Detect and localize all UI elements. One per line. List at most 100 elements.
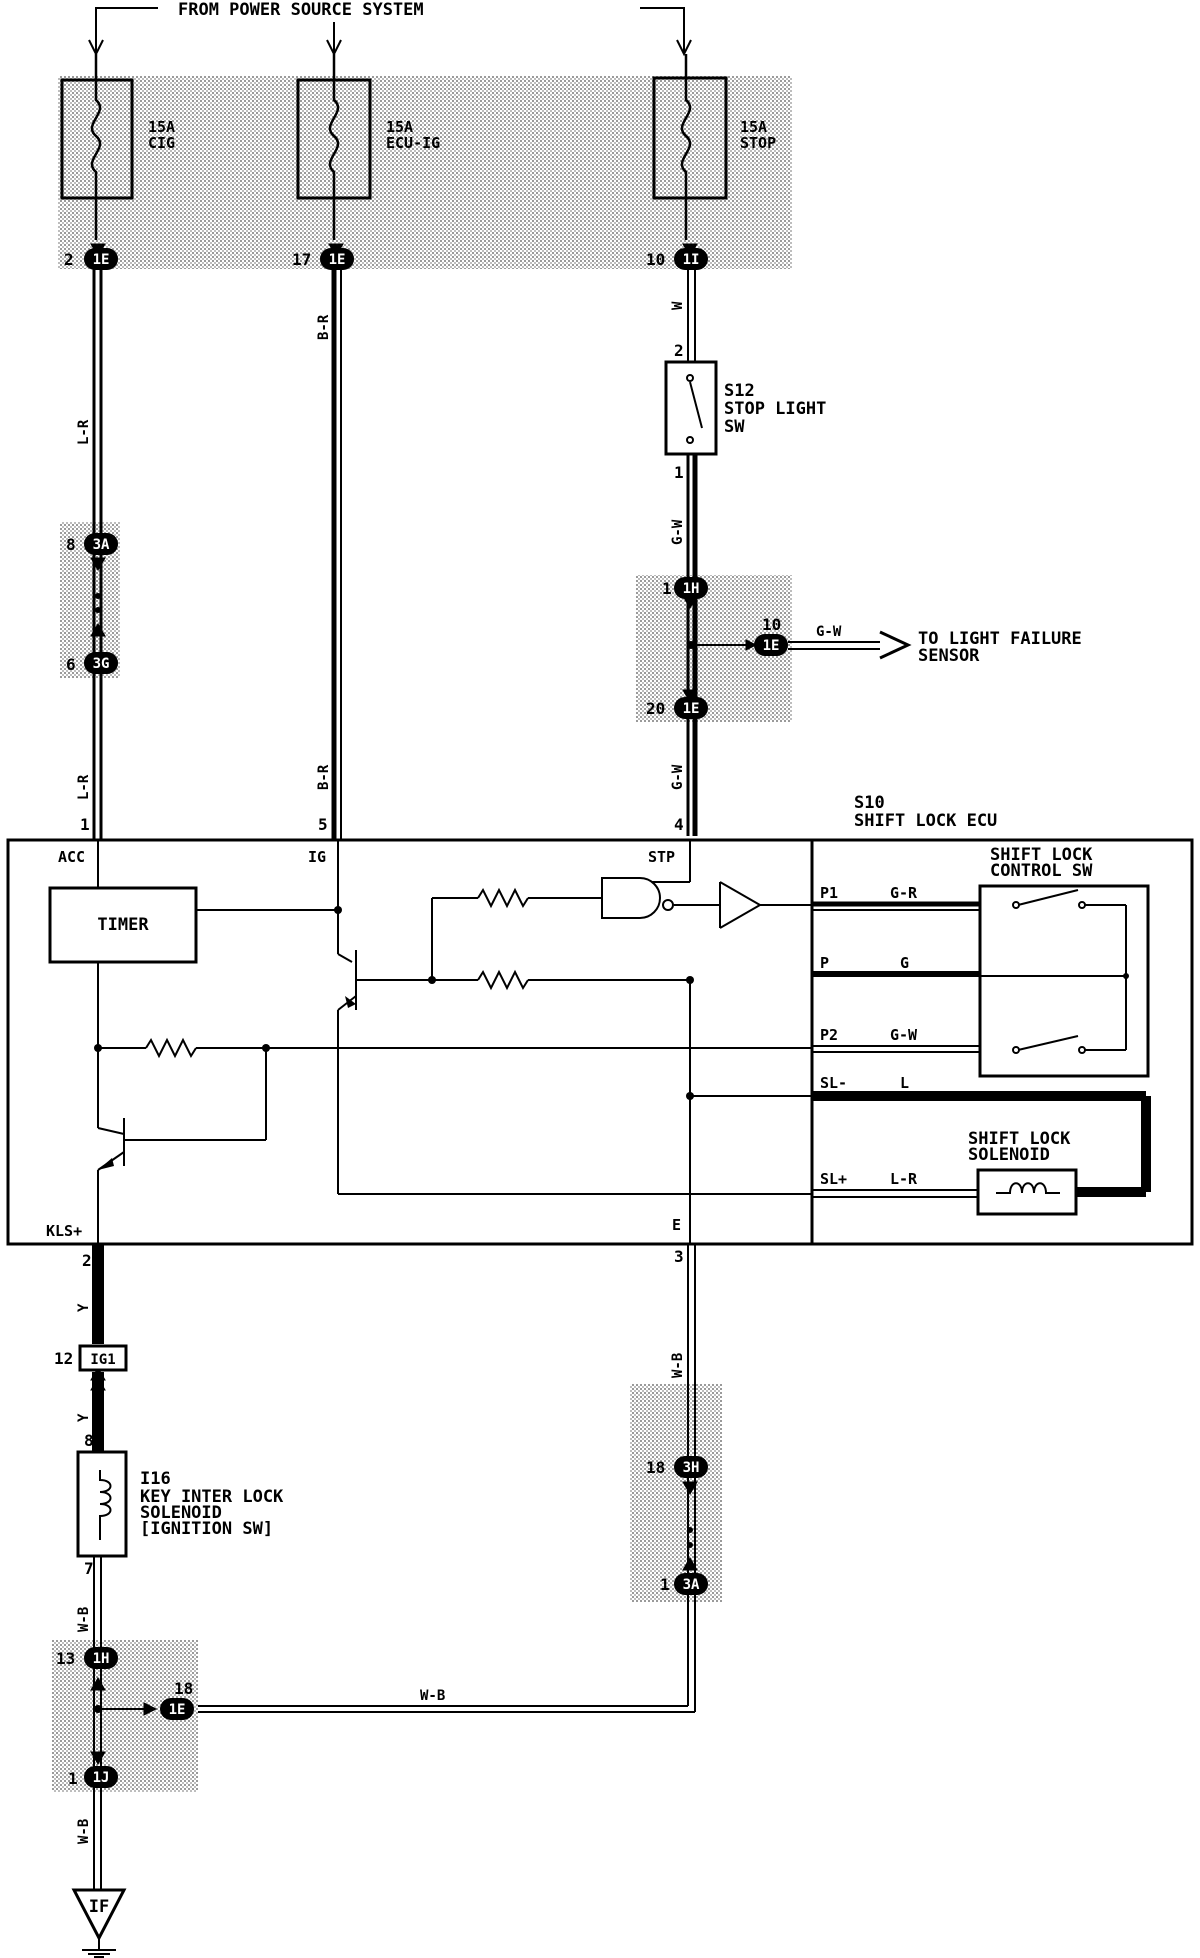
ecu-id: S10 [854,793,885,813]
svg-text:1H: 1H [93,1651,110,1667]
svg-text:1: 1 [68,1769,78,1788]
svg-text:3A: 3A [683,1577,700,1593]
connector-1-3a: 1 3A [660,1573,708,1595]
ecu-junction-dots [94,906,694,1100]
svg-text:8: 8 [66,535,76,554]
connector-13-1h: 13 1H [56,1647,118,1669]
svg-text:SOLENOID: SOLENOID [140,1503,222,1523]
fuse-cig: 15A CIG [60,54,175,240]
svg-text:P2: P2 [820,1026,838,1044]
fuse-element-icon [90,54,102,240]
control-switch-box [978,884,1150,1078]
svg-text:SL+: SL+ [820,1170,847,1188]
svg-text:SW: SW [724,417,745,437]
svg-text:1J: 1J [93,1770,110,1786]
connector-1-1j: 1 1J [68,1766,118,1788]
svg-text:1: 1 [660,1575,670,1594]
switch-box [664,360,718,456]
connector-12-ig1: 12 IG1 [54,1344,128,1372]
svg-text:1I: 1I [683,252,700,268]
fuse-rating: 15A [148,118,175,136]
connector-2-1e: 2 1E [64,248,118,270]
wire-label: Y [76,1303,92,1312]
svg-text:TO LIGHT FAILURE: TO LIGHT FAILURE [918,629,1082,649]
svg-text:P1: P1 [820,884,838,902]
fuse-element-icon [680,54,692,240]
switch-id: S12 [724,381,755,401]
svg-text:3: 3 [674,1247,684,1266]
wire-label: W-B [420,1688,445,1704]
svg-text:L-R: L-R [890,1170,918,1188]
fuse-element-icon [328,54,340,240]
svg-text:3G: 3G [93,656,110,672]
svg-text:G-R: G-R [890,884,918,902]
svg-text:12: 12 [54,1349,73,1368]
connector-shade-3h [630,1384,722,1602]
svg-text:1E: 1E [683,701,700,717]
svg-text:17: 17 [292,250,311,269]
wire-arrows [90,243,758,1765]
fuse-name: ECU-IG [386,134,440,152]
svg-text:G: G [900,954,909,972]
svg-text:20: 20 [646,699,665,718]
terminal-stp: STP [648,848,675,866]
solenoid-coil-icon [99,1470,112,1540]
fuse-box [652,76,728,200]
svg-text:4: 4 [674,815,684,834]
svg-text:SHIFT LOCK: SHIFT LOCK [968,1129,1071,1149]
svg-text:SOLENOID: SOLENOID [968,1145,1050,1165]
svg-text:1H: 1H [683,581,700,597]
wire-label: L-R [76,774,92,800]
solenoid-box [976,1168,1078,1216]
connector-20-1e: 20 1E [646,697,708,719]
key-interlock-solenoid: 8 7 I16 KEY INTER LOCK SOLENOID [IGNITIO… [76,1431,284,1578]
ground-symbol: IF [71,1888,127,1958]
svg-text:1E: 1E [329,252,346,268]
svg-text:3A: 3A [93,537,110,553]
fuse-name: CIG [148,134,175,152]
svg-text:CONTROL SW: CONTROL SW [990,861,1093,881]
wire-label: W-B [76,1607,92,1632]
wire-label: G-W [670,764,686,790]
connector-1-1h: 1 1H [662,577,708,599]
terminal-kls: KLS+ [46,1222,82,1240]
switch-contact-icon [689,381,703,429]
svg-text:1E: 1E [93,252,110,268]
wire-label: W-B [76,1819,92,1844]
fuse-rating: 15A [386,118,413,136]
ecu-internal-circuit [97,840,812,1244]
svg-text:13: 13 [56,1649,75,1668]
transistor-arrow-icon [98,1158,114,1170]
light-failure-label: TO LIGHT FAILURE SENSOR [918,629,1082,666]
svg-text:6: 6 [66,655,76,674]
fuse-stop: 15A STOP [652,54,776,240]
wire-label: W-B [670,1353,686,1378]
svg-text:SENSOR: SENSOR [918,646,980,666]
svg-text:18: 18 [646,1458,665,1477]
connector-6-3g: 6 3G [66,652,118,674]
svg-text:2: 2 [674,341,684,360]
wire-label: B-R [316,314,332,340]
svg-text:P: P [820,954,829,972]
terminal-ig: IG [308,848,326,866]
shift-lock-control-switch: SHIFT LOCK CONTROL SW P1 G [812,845,1151,1198]
solenoid-coil-icon [996,1182,1060,1194]
stop-light-switch: 2 1 S12 STOP LIGHT SW [664,341,826,482]
wire-label: G-W [816,624,842,640]
svg-text:1E: 1E [169,1702,186,1718]
svg-text:10: 10 [646,250,665,269]
wire-label: B-R [316,764,332,790]
fuse-name: STOP [740,134,776,152]
terminal-e: E [672,1216,681,1234]
svg-text:IG1: IG1 [90,1352,115,1368]
ground-triangle-icon [71,1888,127,1942]
wire-labels: L-R L-R B-R B-R W G-W G-W G-W Y Y W-B W-… [76,301,842,1844]
junction-dots [94,593,695,1713]
inverter-bubble-icon [662,899,674,911]
timer-label: TIMER [97,915,149,935]
power-source-label: FROM POWER SOURCE SYSTEM [178,0,424,20]
svg-text:1: 1 [662,579,672,598]
wire-label: L-R [76,419,92,445]
terminal-acc: ACC [58,848,85,866]
